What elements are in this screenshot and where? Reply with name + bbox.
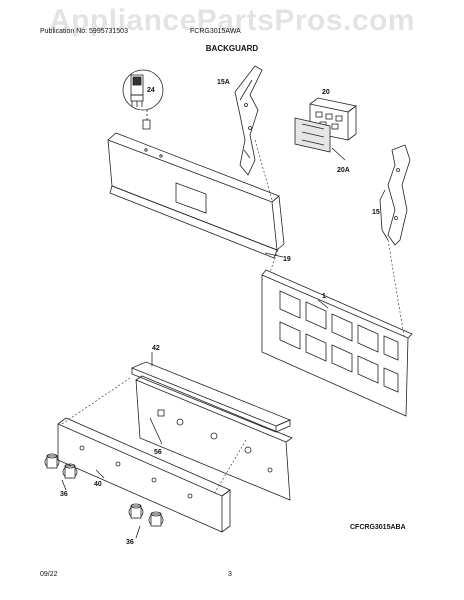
callout-40: 40 xyxy=(94,481,102,488)
part-42-rail[interactable] xyxy=(130,352,292,433)
callout-24: 24 xyxy=(147,87,155,94)
diagram-code: CFCRG3015ABA xyxy=(350,524,406,531)
part-1-rear-panel[interactable] xyxy=(261,269,413,417)
callout-56: 56 xyxy=(154,449,162,456)
footer-date: 09/22 xyxy=(40,571,58,578)
callout-19: 19 xyxy=(283,256,291,263)
assembly-leader-lines xyxy=(61,139,405,495)
callout-36-right: 36 xyxy=(126,539,134,546)
watermark: AppliancePartsPros.com xyxy=(48,4,416,37)
callout-42: 42 xyxy=(152,345,160,352)
section-title: BACKGUARD xyxy=(205,44,259,53)
callout-15: 15 xyxy=(372,209,380,216)
callout-15a: 15A xyxy=(217,79,230,86)
footer-page-number: 3 xyxy=(228,571,232,578)
callout-20: 20 xyxy=(322,89,330,96)
part-36-knobs-right[interactable] xyxy=(128,503,164,539)
part-20a-overlay[interactable] xyxy=(294,117,346,161)
callout-36-left: 36 xyxy=(60,491,68,498)
part-15-bracket[interactable] xyxy=(379,144,411,246)
publication-number: Publication No: 5995731503 xyxy=(40,28,128,35)
part-19-backguard[interactable] xyxy=(107,132,285,259)
model-number: FCRG3015AWA xyxy=(190,28,241,35)
part-56-bracket[interactable] xyxy=(135,375,293,501)
part-36-knobs-left[interactable] xyxy=(44,453,78,491)
part-15a-bracket[interactable] xyxy=(234,65,263,176)
callout-1: 1 xyxy=(322,293,326,300)
callout-20a: 20A xyxy=(337,167,350,174)
part-40-control-panel[interactable] xyxy=(57,417,231,533)
part-24-switch[interactable] xyxy=(122,69,164,130)
